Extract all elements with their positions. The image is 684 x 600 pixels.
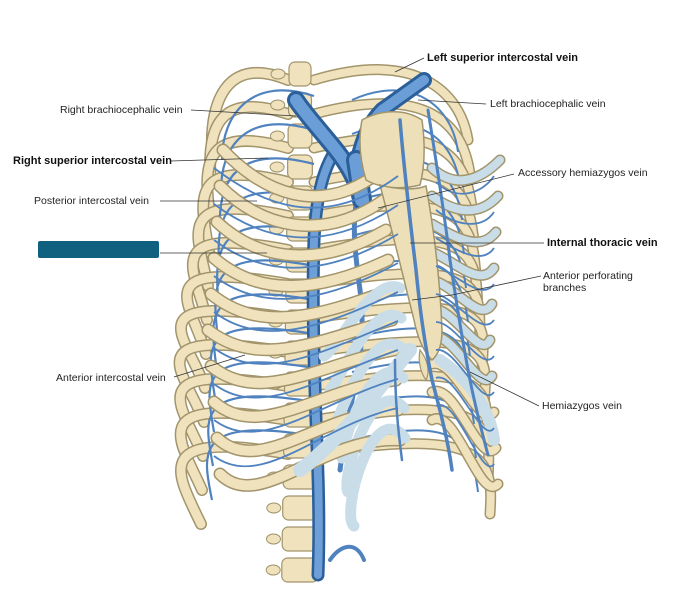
anterior-intercostal-vein-left	[435, 209, 495, 225]
anterior-intercostal-vein-right	[213, 378, 399, 433]
label-right-brachiocephalic-vein: Right brachiocephalic vein	[60, 104, 183, 116]
manubrium	[359, 111, 425, 189]
anterior-intercostal-vein-left	[435, 175, 495, 195]
anterior-intercostal-vein-right	[213, 233, 399, 269]
rib-anterior-left	[428, 387, 500, 455]
leader-anterior-perforating-a	[451, 275, 542, 296]
anterior-intercostal-vein-right	[213, 167, 399, 209]
label-internal-thoracic-vein: Internal thoracic vein	[547, 237, 658, 249]
transverse-process	[270, 68, 286, 80]
leader-right-brachiocephalic	[190, 109, 297, 117]
label-accessory-hemiazygos-vein: Accessory hemiazygos vein	[518, 167, 648, 179]
costal-cartilage-right	[341, 395, 410, 498]
leader-anterior-perforating-b	[411, 294, 453, 301]
anterior-intercostal-veins	[213, 167, 495, 468]
leader-right-superior-intercostal	[170, 157, 269, 162]
vertebra	[288, 61, 312, 87]
posterior-intercostal-vein-left	[351, 89, 459, 153]
azygos-lower-branch	[328, 544, 366, 562]
redacted-label-mask	[38, 241, 159, 258]
label-anterior-perforating-line-1: Anterior perforating	[543, 270, 633, 282]
costal-margin	[293, 343, 417, 477]
transverse-process	[266, 533, 281, 545]
transverse-process	[270, 99, 286, 111]
anterior-intercostal-vein-left	[435, 404, 495, 468]
transverse-process	[269, 130, 285, 142]
rib-anterior-left	[428, 192, 502, 215]
costal-cartilage-right	[345, 423, 411, 532]
label-right-superior-intercostal-vein: Right superior intercostal vein	[13, 155, 172, 167]
anterior-intercostal-vein-right	[213, 262, 399, 300]
internal-thoracic-veins	[393, 108, 490, 472]
xiphoid-process	[418, 348, 429, 382]
label-left-brachiocephalic-vein: Left brachiocephalic vein	[490, 98, 606, 110]
transverse-process	[265, 564, 281, 576]
anterior-intercostal-vein-left	[435, 237, 495, 257]
anterior-intercostal-vein-right	[213, 203, 399, 239]
leader-hemiazygos	[469, 371, 540, 407]
label-posterior-intercostal-vein: Posterior intercostal vein	[34, 195, 149, 207]
label-anterior-perforating-branches: Anterior perforating branches	[543, 270, 633, 294]
label-hemiazygos-vein: Hemiazygos vein	[542, 400, 622, 412]
anterior-intercostal-vein-right	[213, 291, 399, 332]
leader-left-superior-intercostal	[394, 57, 425, 73]
transverse-process	[266, 502, 282, 514]
rib-anterior-right	[212, 217, 391, 261]
rib-anterior-left	[428, 220, 500, 246]
anterior-intercostal-vein-left	[435, 376, 495, 432]
anterior-intercostal-vein-left	[435, 321, 495, 361]
rib-posterior-left	[310, 99, 474, 178]
anterior-intercostal-vein-right	[213, 320, 399, 365]
rib-anterior-right	[215, 181, 389, 231]
posterior-intercostal-vein-right	[219, 123, 315, 195]
anterior-intercostal-vein-left	[435, 265, 495, 291]
costal-cartilage-right	[318, 281, 406, 362]
leader-left-brachiocephalic	[417, 99, 487, 105]
anterior-intercostal-vein-right	[213, 407, 399, 468]
sternal-body	[378, 183, 443, 362]
label-anterior-perforating-line-2: branches	[543, 282, 587, 294]
transverse-process	[269, 161, 285, 173]
rib-anterior-right	[218, 145, 387, 202]
leader-accessory-hemiazygos	[377, 173, 515, 209]
sternum	[359, 111, 443, 382]
leader-lines	[160, 57, 544, 407]
label-left-superior-intercostal-vein: Left superior intercostal vein	[427, 52, 578, 64]
vertebra	[287, 123, 313, 149]
rib-anterior-left	[428, 248, 498, 280]
rib-anterior-right	[209, 253, 393, 291]
anterior-intercostal-vein-left	[435, 349, 495, 396]
leader-anterior-intercostal	[173, 354, 246, 378]
costal-cartilage-right	[324, 309, 407, 396]
label-anterior-intercostal-vein: Anterior intercostal vein	[56, 372, 166, 384]
anterior-intercostal-vein-right	[213, 349, 399, 399]
